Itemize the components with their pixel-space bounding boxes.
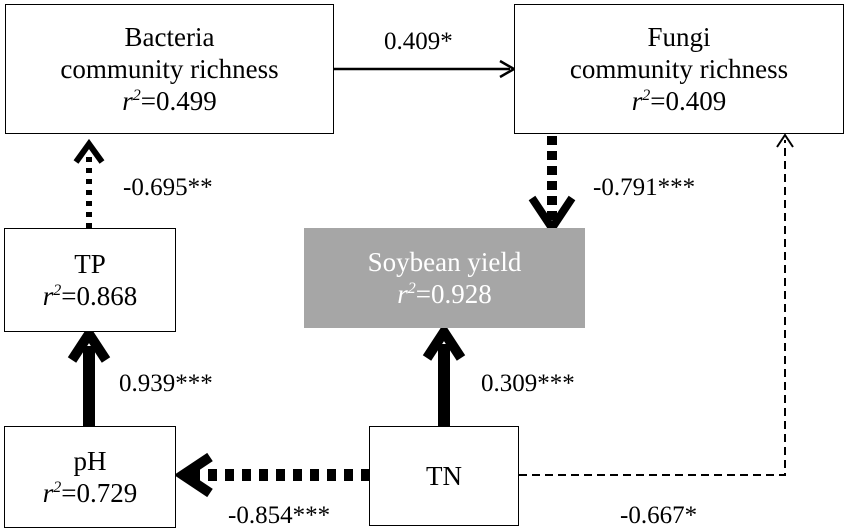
arrow-tn-to-fungi — [519, 133, 794, 476]
node-ph-r2: r2=0.729 — [42, 478, 138, 508]
node-tp: TP r2=0.868 — [4, 228, 176, 332]
coef-bacteria-to-fungi: 0.409* — [384, 28, 453, 55]
node-tn-label: TN — [426, 461, 462, 491]
arrow-tp-to-bacteria — [73, 138, 105, 228]
node-bacteria-community-richness: Bacteria community richness r2=0.499 — [5, 4, 334, 134]
node-fungi-r2: r2=0.409 — [631, 86, 727, 116]
node-bacteria-line2: community richness — [60, 54, 279, 84]
arrow-tn-to-ph — [173, 452, 370, 498]
arrow-ph-to-tp — [67, 324, 111, 426]
node-fungi-line2: community richness — [569, 54, 789, 84]
node-soybean-yield: Soybean yield r2=0.928 — [304, 228, 585, 328]
coef-tn-to-fungi: -0.667* — [620, 502, 698, 529]
node-fungi-community-richness: Fungi community richness r2=0.409 — [514, 4, 844, 134]
arrow-bacteria-to-fungi — [334, 59, 517, 79]
coef-tn-to-soybean: 0.309*** — [481, 370, 575, 397]
node-bacteria-line1: Bacteria — [124, 22, 215, 52]
node-fungi-line1: Fungi — [647, 22, 711, 52]
arrow-fungi-to-soybean — [528, 136, 576, 236]
coef-fungi-to-soybean: -0.791*** — [593, 174, 696, 201]
arrow-tn-to-soybean — [422, 322, 466, 426]
coef-ph-to-tp: 0.939*** — [119, 370, 213, 397]
coef-tp-to-bacteria: -0.695** — [123, 174, 213, 201]
node-soybean-r2: r2=0.928 — [397, 279, 492, 309]
coef-tn-to-ph: -0.854*** — [228, 502, 331, 529]
node-tp-label: TP — [74, 249, 106, 279]
node-ph-label: pH — [73, 446, 107, 476]
node-ph: pH r2=0.729 — [4, 426, 176, 528]
node-bacteria-r2: r2=0.499 — [122, 86, 217, 116]
node-soybean-label: Soybean yield — [367, 247, 522, 277]
node-tp-r2: r2=0.868 — [42, 281, 138, 311]
node-tn: TN — [369, 426, 519, 526]
